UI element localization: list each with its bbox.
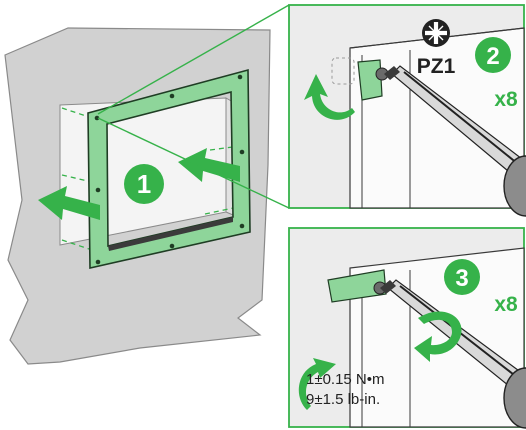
step2-panel: PZ1 2 x8 [288,4,526,217]
torque-metric: 1±0.15 N•m [306,371,385,388]
rotation-arrow-icon [414,311,462,362]
insertion-arrow-icon [178,148,240,182]
step-number-3: 3 [455,265,468,292]
mounting-clip [357,59,383,101]
rotation-arrow-icon [304,74,355,120]
count-label-3: x8 [494,293,518,316]
step1-illustration: 1 [4,27,271,365]
frame-holes [94,74,245,265]
count-label-2: x8 [494,88,518,111]
tool-label: PZ1 [417,55,456,78]
zoom-callout-lines [97,4,290,209]
step-number-2: 2 [486,43,499,70]
step-badge-3 [444,259,480,295]
torque-imperial: 9±1.5 lb-in. [306,391,380,408]
screwdriver-icon [384,65,526,217]
insertion-arrow-icon [38,186,100,220]
step-number-1: 1 [137,169,151,199]
step3-panel: 3 x8 1±0.15 N•m 9±1.5 lb-in. [288,227,526,429]
step-badge-1 [124,164,164,204]
torque-arrow-icon [298,358,336,410]
step-badge-2 [475,37,511,73]
pozidriv-icon [422,19,450,47]
